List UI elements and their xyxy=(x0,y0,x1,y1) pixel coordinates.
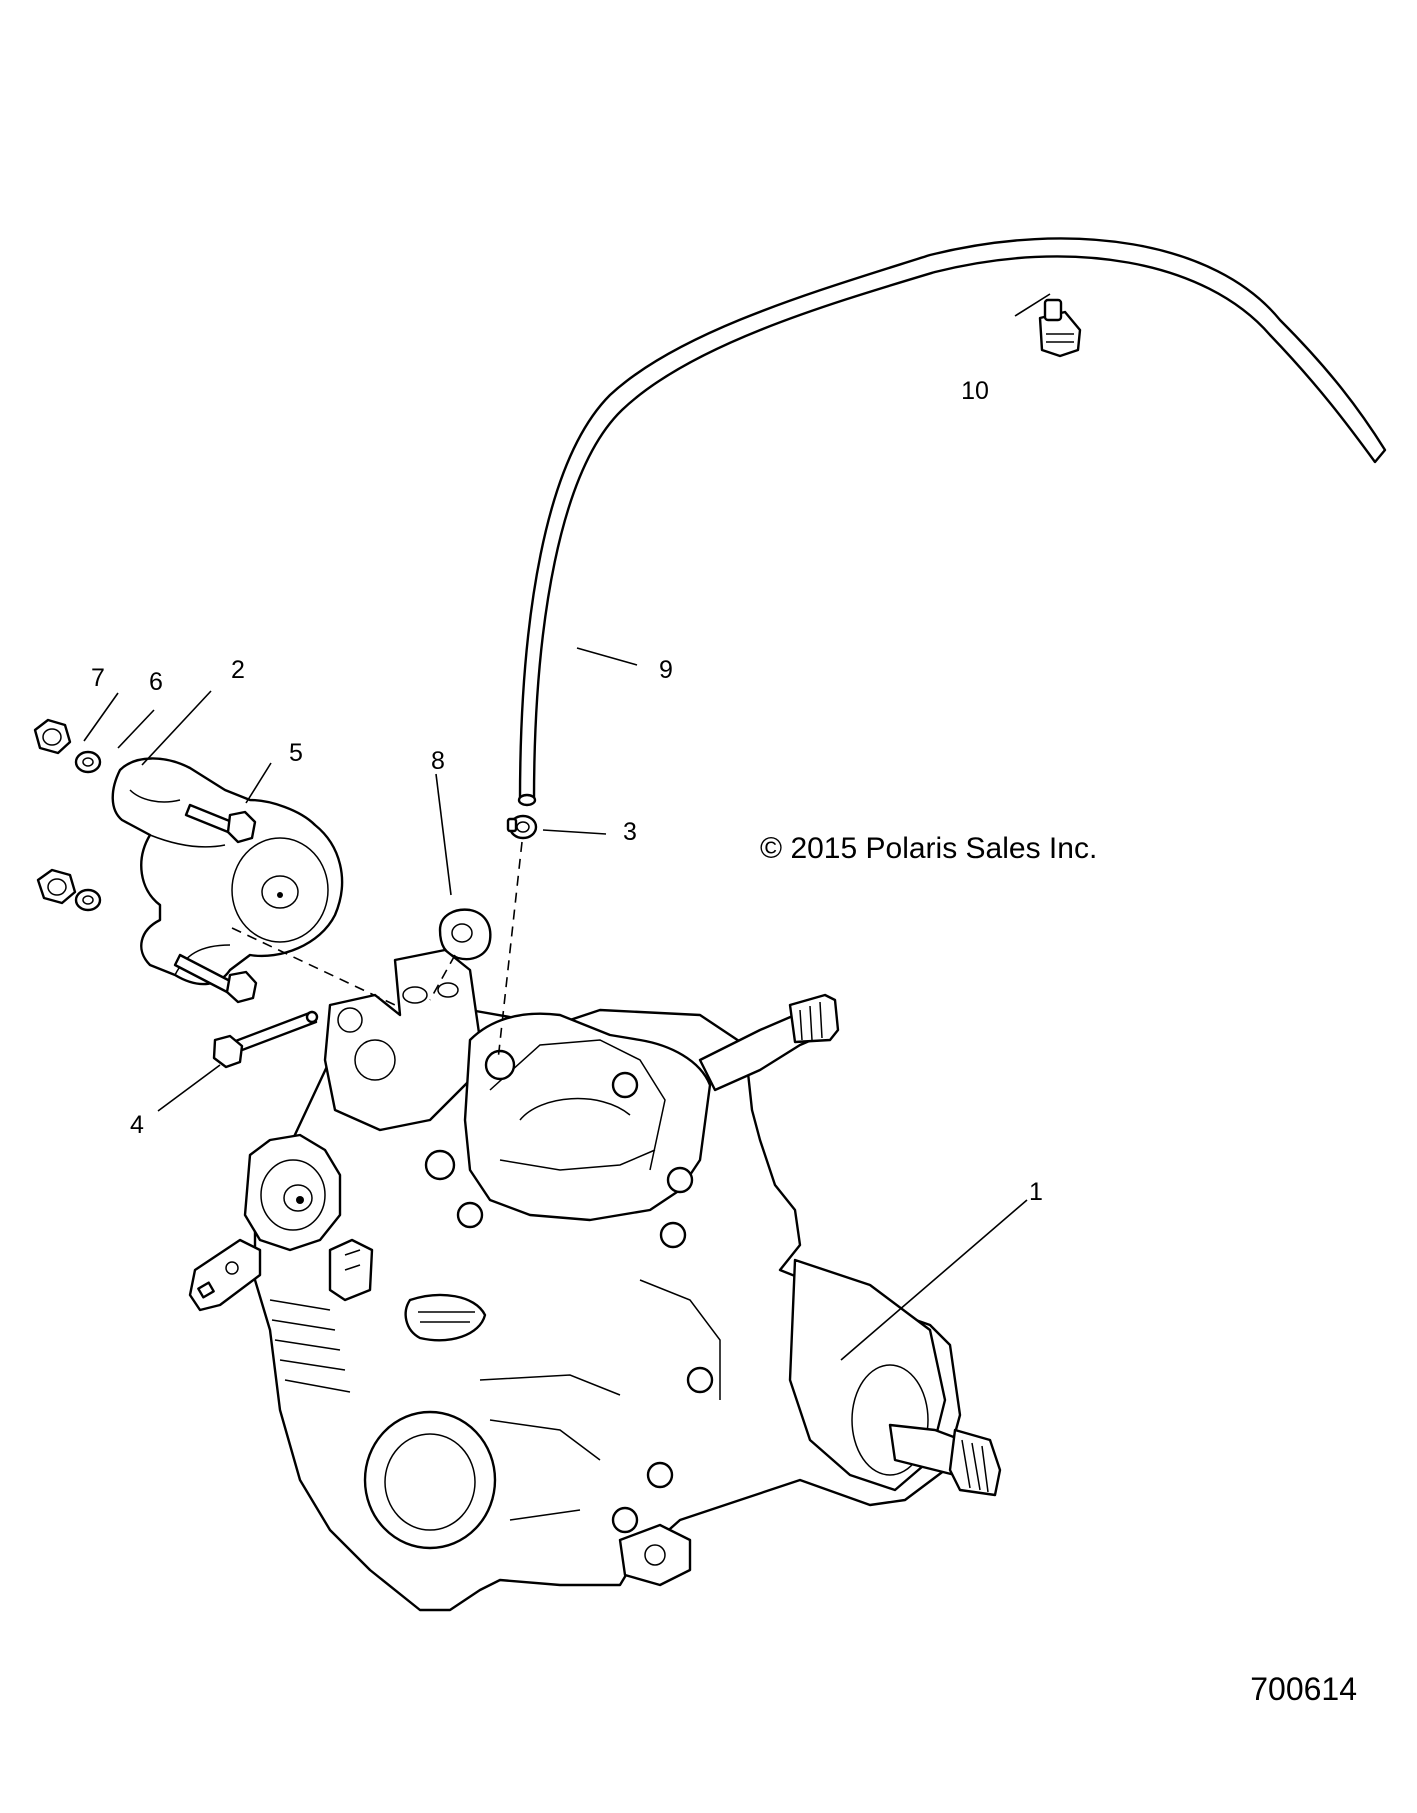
nut-lower xyxy=(36,868,77,905)
assembly-lines xyxy=(231,841,523,1061)
mount-bracket xyxy=(111,757,344,986)
nut-upper xyxy=(33,718,72,755)
callout-1: 1 xyxy=(1029,1178,1043,1206)
callout-9: 9 xyxy=(659,656,673,684)
callout-4: 4 xyxy=(130,1111,144,1139)
hose-clip xyxy=(1038,298,1082,358)
bolt-lower xyxy=(173,953,258,1004)
callout-7: 7 xyxy=(91,664,105,692)
leader-lines xyxy=(83,293,1051,1361)
transmission xyxy=(188,948,1002,1612)
callout-6: 6 xyxy=(149,668,163,696)
callout-3: 3 xyxy=(623,818,637,846)
vent-hose xyxy=(517,237,1387,807)
figure-number: 700614 xyxy=(1250,1671,1357,1707)
copyright-notice: © 2015 Polaris Sales Inc. xyxy=(760,832,1097,865)
callout-8: 8 xyxy=(431,747,445,775)
callouts: 1 2 3 4 5 6 7 8 9 10 xyxy=(91,377,1043,1206)
callout-10: 10 xyxy=(961,377,989,405)
hose-clamp xyxy=(506,814,538,840)
callout-2: 2 xyxy=(231,656,245,684)
bolt-upper xyxy=(184,803,257,844)
washer-lower xyxy=(74,888,102,912)
washer-upper xyxy=(74,750,102,774)
bolt-long xyxy=(212,1010,319,1069)
callout-5: 5 xyxy=(289,739,303,767)
